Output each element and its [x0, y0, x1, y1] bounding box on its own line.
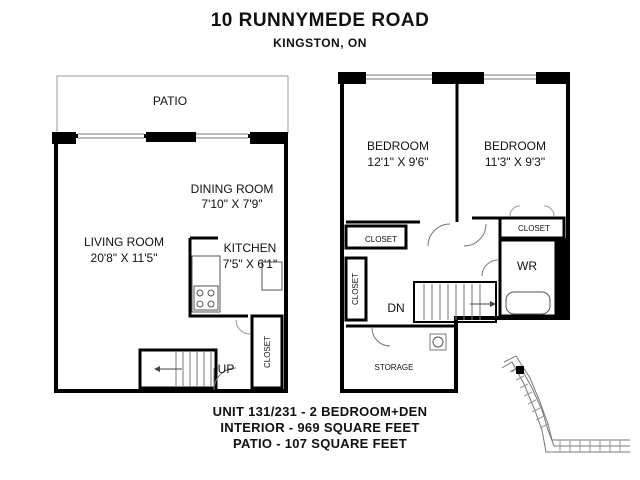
patio-outline [56, 75, 289, 134]
city-subtitle: KINGSTON, ON [273, 36, 367, 50]
dining-room-dims: 7'10" X 7'9" [201, 197, 262, 211]
washroom-box [498, 238, 558, 318]
kitchen-counter [191, 255, 221, 313]
storage-label: STORAGE [375, 363, 414, 372]
stove [193, 285, 219, 311]
dn-label: DN [387, 301, 404, 315]
closet-hall-box [344, 256, 368, 322]
kitchen-wall [188, 238, 248, 318]
kitchen-dims: 7'5" X 6'1" [223, 257, 277, 271]
water-heater [432, 336, 444, 348]
closet-main-label: CLOSET [263, 336, 272, 368]
closet-main-box [250, 314, 284, 390]
closet-bed1-box [344, 224, 408, 250]
up-label: UP [218, 362, 235, 376]
stairs-up [138, 348, 218, 390]
patio-label: PATIO [153, 94, 187, 108]
closet-bed2-label: CLOSET [518, 224, 550, 233]
closet-bed2-box [498, 216, 566, 240]
interior-area: INTERIOR - 969 SQUARE FEET [220, 420, 420, 435]
unit-info: UNIT 131/231 - 2 BEDROOM+DEN [212, 404, 428, 419]
closet-hall-label: CLOSET [351, 273, 360, 305]
closet-bed1-label: CLOSET [365, 235, 397, 244]
patio-area: PATIO - 107 SQUARE FEET [232, 436, 407, 451]
stairs-down [413, 281, 497, 323]
bedroom1-door [427, 223, 451, 247]
bedroom2-label: BEDROOM [484, 139, 546, 153]
upper-floor [338, 72, 570, 393]
living-room-label: LIVING ROOM [84, 235, 164, 249]
bedroom2-door [463, 223, 487, 247]
bedroom1-dims: 12'1" X 9'6" [367, 155, 428, 169]
bedroom1-label: BEDROOM [367, 139, 429, 153]
kitchen-label: KITCHEN [224, 241, 277, 255]
bedroom2-dims: 11'3" X 9'3" [485, 155, 545, 169]
main-floor [52, 75, 289, 393]
fridge [261, 261, 283, 291]
dining-room-label: DINING ROOM [191, 182, 274, 196]
bathtub [505, 291, 551, 315]
address-title: 10 RUNNYMEDE ROAD [210, 10, 430, 31]
unit-highlight [516, 366, 524, 374]
window-top [196, 133, 248, 139]
wr-label: WR [517, 259, 537, 273]
living-room-dims: 20'8" X 11'5" [91, 251, 158, 265]
upper-outer-wall [340, 74, 570, 393]
sliding-door [78, 133, 144, 139]
